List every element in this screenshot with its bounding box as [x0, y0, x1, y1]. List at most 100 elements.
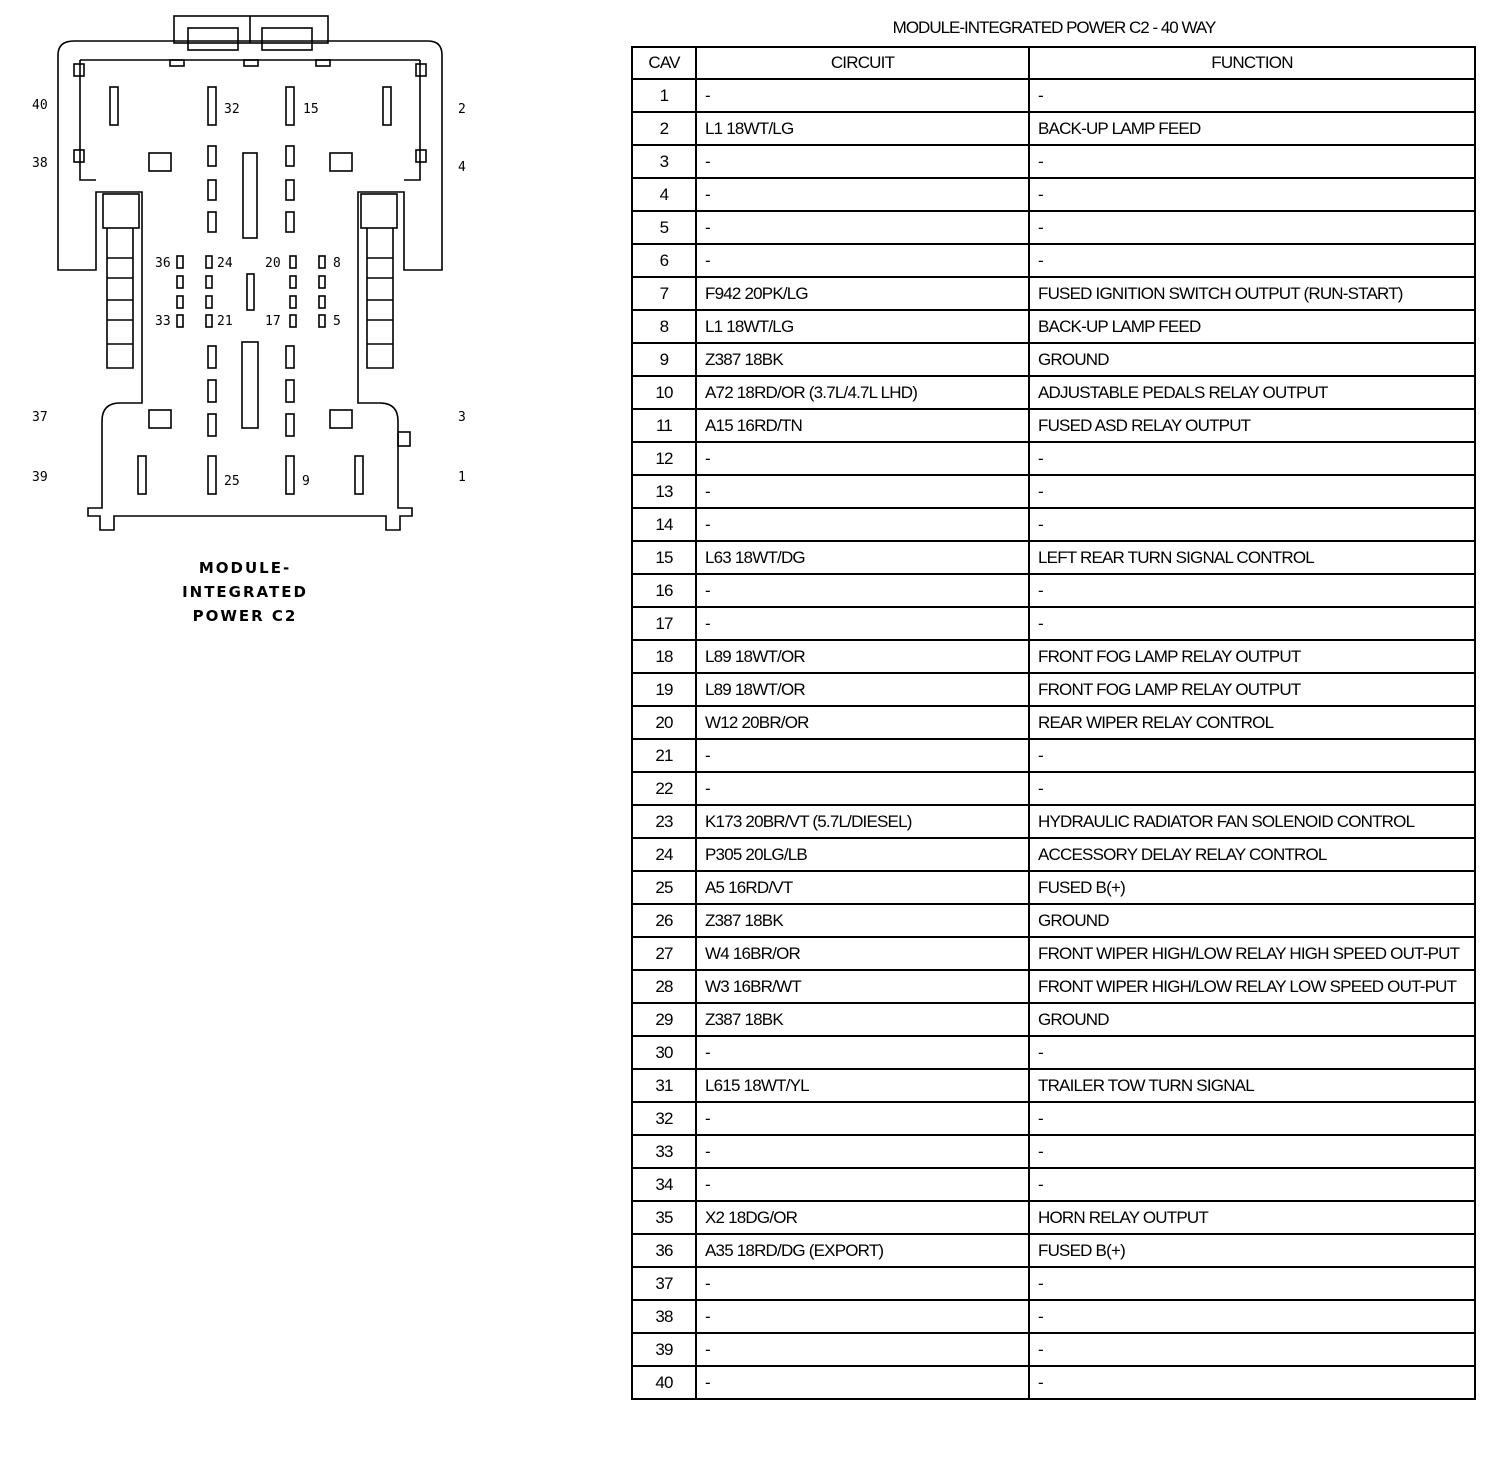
cell-function: - [1028, 507, 1476, 542]
cell-function: TRAILER TOW TURN SIGNAL [1028, 1068, 1476, 1103]
cell-circuit: Z387 18BK [695, 903, 1030, 938]
table-row: 22-- [631, 771, 1476, 806]
cell-circuit: - [695, 474, 1030, 509]
cavity-label: 33 [155, 314, 171, 329]
cell-cav: 33 [631, 1134, 697, 1169]
connector-diagram: 40 38 2 4 32 15 36 24 20 8 33 21 17 5 37… [32, 15, 466, 531]
cell-circuit: A72 18RD/OR (3.7L/4.7L LHD) [695, 375, 1030, 410]
cell-circuit: - [695, 243, 1030, 278]
cell-cav: 30 [631, 1035, 697, 1070]
cell-circuit: W12 20BR/OR [695, 705, 1030, 740]
header-circuit: CIRCUIT [695, 46, 1030, 80]
cell-circuit: F942 20PK/LG [695, 276, 1030, 311]
cell-circuit: L89 18WT/OR [695, 639, 1030, 674]
cell-function: - [1028, 1101, 1476, 1136]
cavity-number-labels: 40 38 2 4 32 15 36 24 20 8 33 21 17 5 37… [32, 98, 466, 489]
cell-circuit: P305 20LG/LB [695, 837, 1030, 872]
cell-cav: 29 [631, 1002, 697, 1037]
cell-function: - [1028, 1035, 1476, 1070]
cavity-label: 32 [224, 102, 240, 117]
cell-circuit: - [695, 1266, 1030, 1301]
cell-circuit: Z387 18BK [695, 342, 1030, 377]
cell-circuit: - [695, 78, 1030, 113]
cell-cav: 5 [631, 210, 697, 245]
cell-cav: 11 [631, 408, 697, 443]
cell-cav: 32 [631, 1101, 697, 1136]
cell-function: HORN RELAY OUTPUT [1028, 1200, 1476, 1235]
cavity-label: 24 [217, 256, 233, 271]
table-row: 38-- [631, 1299, 1476, 1334]
cell-circuit: - [695, 144, 1030, 179]
caption-line: INTEGRATED [182, 583, 308, 601]
cell-circuit: - [695, 1299, 1030, 1334]
table-row: 14-- [631, 507, 1476, 542]
cell-cav: 2 [631, 111, 697, 146]
cell-circuit: X2 18DG/OR [695, 1200, 1030, 1235]
cell-function: - [1028, 1365, 1476, 1400]
cavity-label: 3 [458, 410, 466, 425]
cell-circuit: W3 16BR/WT [695, 969, 1030, 1004]
cell-circuit: - [695, 210, 1030, 245]
cell-cav: 38 [631, 1299, 697, 1334]
cell-cav: 4 [631, 177, 697, 212]
cell-circuit: A35 18RD/DG (EXPORT) [695, 1233, 1030, 1268]
cell-function: FUSED ASD RELAY OUTPUT [1028, 408, 1476, 443]
table-row: 12-- [631, 441, 1476, 476]
cell-function: - [1028, 1266, 1476, 1301]
cell-function: - [1028, 441, 1476, 476]
cell-function: FUSED B(+) [1028, 870, 1476, 905]
header-function: FUNCTION [1028, 46, 1476, 80]
cavity-label: 21 [217, 314, 233, 329]
cell-circuit: - [695, 441, 1030, 476]
caption-line: MODULE- [198, 559, 292, 577]
cell-cav: 7 [631, 276, 697, 311]
cell-cav: 16 [631, 573, 697, 608]
cell-cav: 36 [631, 1233, 697, 1268]
cell-function: BACK-UP LAMP FEED [1028, 111, 1476, 146]
cell-function: - [1028, 243, 1476, 278]
cell-circuit: L89 18WT/OR [695, 672, 1030, 707]
cell-cav: 39 [631, 1332, 697, 1367]
cell-function: ADJUSTABLE PEDALS RELAY OUTPUT [1028, 375, 1476, 410]
cell-circuit: - [695, 606, 1030, 641]
table-row: 6-- [631, 243, 1476, 278]
cell-function: BACK-UP LAMP FEED [1028, 309, 1476, 344]
cell-function: - [1028, 177, 1476, 212]
cell-function: - [1028, 1167, 1476, 1202]
cavity-label: 39 [32, 470, 48, 485]
cell-cav: 18 [631, 639, 697, 674]
cell-circuit: L63 18WT/DG [695, 540, 1030, 575]
cell-function: - [1028, 144, 1476, 179]
cell-cav: 3 [631, 144, 697, 179]
cell-cav: 40 [631, 1365, 697, 1400]
table-row: 13-- [631, 474, 1476, 509]
cell-circuit: - [695, 507, 1030, 542]
cell-cav: 15 [631, 540, 697, 575]
cell-circuit: - [695, 1035, 1030, 1070]
table-row: 30-- [631, 1035, 1476, 1070]
connector-body [57, 40, 443, 531]
cell-cav: 35 [631, 1200, 697, 1235]
cell-cav: 14 [631, 507, 697, 542]
cell-function: FRONT WIPER HIGH/LOW RELAY LOW SPEED OUT… [1028, 969, 1476, 1004]
table-row: 33-- [631, 1134, 1476, 1169]
table-row: 5-- [631, 210, 1476, 245]
cell-cav: 28 [631, 969, 697, 1004]
cell-circuit: - [695, 771, 1030, 806]
cavity-label: 20 [265, 256, 281, 271]
cell-function: FRONT WIPER HIGH/LOW RELAY HIGH SPEED OU… [1028, 936, 1476, 971]
cell-cav: 19 [631, 672, 697, 707]
table-row: 32-- [631, 1101, 1476, 1136]
cavity-label: 40 [32, 98, 48, 113]
cavity-label: 2 [458, 102, 466, 117]
cavity-slots [109, 86, 392, 495]
table-row: 4-- [631, 177, 1476, 212]
